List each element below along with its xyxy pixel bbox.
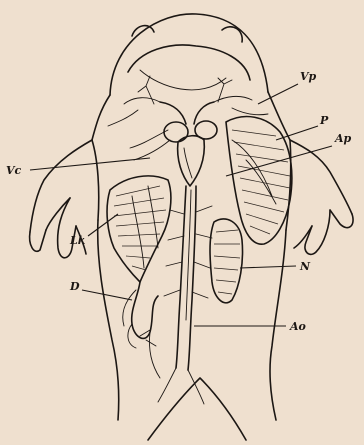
leader-ap — [226, 146, 332, 176]
label-vp: Vp — [300, 70, 317, 83]
leader-p — [276, 126, 318, 140]
label-lk: Lk — [69, 234, 86, 247]
labels: Vp P Ap Vc Lk D N Ao — [6, 70, 352, 333]
heart-and-vessels — [108, 76, 268, 404]
digestive-tract — [123, 282, 160, 378]
leader-vc — [30, 158, 150, 170]
leader-vp — [258, 84, 298, 104]
leader-n — [240, 266, 296, 268]
leader-d — [82, 290, 132, 300]
label-n: N — [299, 260, 311, 273]
leader-lk — [88, 214, 118, 236]
right-organ — [210, 219, 243, 303]
liver-lobe — [107, 176, 171, 282]
label-ao: Ao — [289, 320, 306, 333]
label-p: P — [319, 114, 329, 127]
label-vc: Vc — [6, 164, 22, 177]
label-d: D — [69, 280, 80, 293]
label-ap: Ap — [334, 132, 352, 145]
